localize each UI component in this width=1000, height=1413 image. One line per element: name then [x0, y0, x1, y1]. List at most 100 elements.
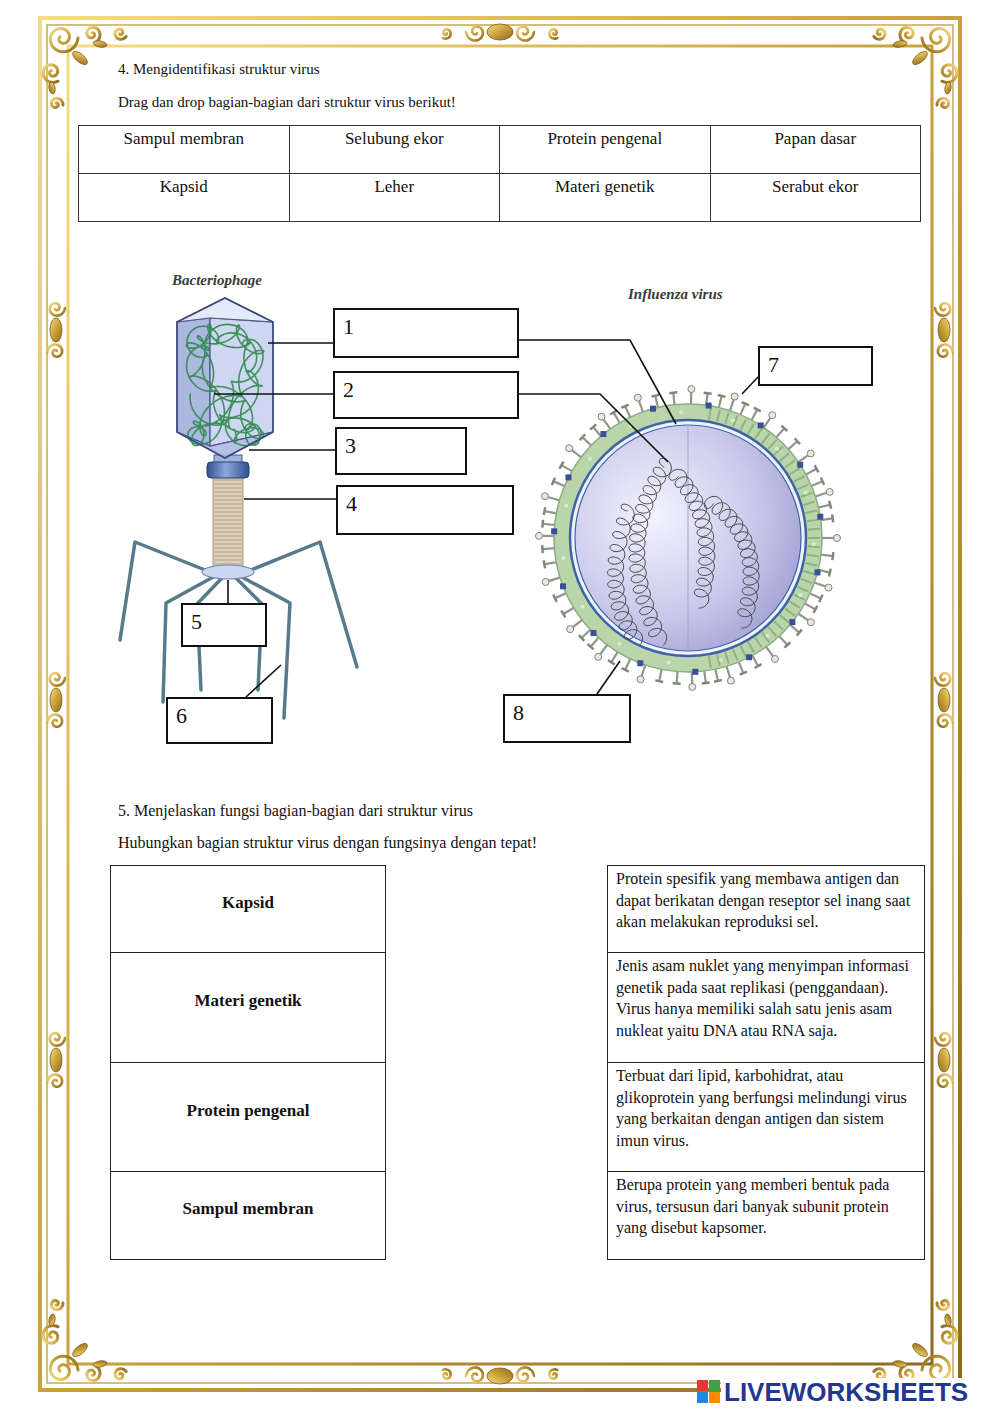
part-name-box: Sampul membran	[110, 1171, 386, 1260]
gold-leaf	[487, 24, 513, 40]
sheath-ring	[214, 544, 242, 545]
spike-head	[595, 653, 602, 660]
sheath-ring	[214, 520, 242, 521]
scroll-curl	[900, 27, 913, 42]
spike-head	[807, 450, 814, 457]
membrane-protein	[817, 514, 823, 520]
sheath-ring	[214, 560, 242, 561]
scroll-curl	[466, 1368, 483, 1382]
spike-head	[673, 682, 681, 685]
gold-leaf	[93, 1360, 108, 1368]
membrane-dot	[804, 491, 808, 495]
rna-coil	[669, 469, 715, 608]
membrane-protein	[789, 619, 795, 625]
answer-box: 1	[333, 308, 519, 358]
sheath-ring	[214, 492, 242, 493]
scroll-curl	[938, 715, 953, 727]
sheath-ring	[214, 532, 242, 533]
spike-head	[718, 395, 726, 397]
rna-coil	[607, 504, 642, 645]
scroll-curl	[50, 673, 65, 685]
spike-head	[825, 584, 832, 591]
callout-number: 1	[343, 315, 509, 339]
instruction-text: Drag dan drop bagian-bagian dari struktu…	[118, 93, 456, 111]
sheath-ring	[214, 556, 242, 557]
envelope-texture	[709, 408, 711, 420]
answer-box: 5	[181, 603, 267, 647]
spike-head	[598, 413, 605, 420]
tail-sheath	[213, 476, 243, 570]
membrane-dot	[580, 605, 584, 609]
membrane-protein	[600, 431, 606, 437]
frame-outer-line	[40, 18, 960, 1390]
scroll-curl	[47, 345, 62, 357]
spike-head	[541, 545, 544, 553]
spike-head	[579, 635, 584, 641]
membrane-dot	[719, 658, 723, 662]
spike-head	[771, 655, 778, 662]
envelope-texture	[780, 453, 789, 461]
scroll-curl	[938, 345, 953, 357]
gold-leaf	[938, 1048, 950, 1072]
envelope-texture	[741, 419, 746, 430]
table-cell: Selubung ekor	[289, 125, 501, 174]
envelope-texture	[748, 424, 754, 434]
spike-head	[740, 672, 747, 675]
table-cell: Sampul membran	[78, 125, 290, 174]
spike-head	[784, 642, 790, 647]
envelope-texture	[774, 446, 783, 454]
membrane-protein	[797, 462, 803, 468]
spike-head	[832, 514, 833, 522]
envelope-texture	[807, 520, 819, 522]
logo-icon	[697, 1380, 720, 1403]
scroll-curl	[50, 303, 65, 315]
leader-line	[214, 393, 333, 395]
scroll-curl	[50, 1033, 65, 1045]
envelope-texture	[768, 627, 776, 636]
envelope-texture	[733, 649, 737, 660]
matrix-layer	[570, 420, 806, 656]
membrane-dot	[766, 634, 770, 638]
spike-head	[655, 680, 663, 682]
gold-leaf	[93, 40, 108, 48]
leader-line	[244, 498, 336, 500]
scroll-curl	[50, 1356, 78, 1379]
spike-head	[544, 560, 545, 568]
spike-head	[815, 465, 819, 472]
spike-head	[559, 462, 563, 469]
scroll-curl	[922, 1356, 950, 1379]
function-box: Protein spesifik yang membawa antigen da…	[607, 865, 925, 953]
spike-head	[742, 402, 749, 405]
option-chip-text: Serabut ekor	[772, 177, 858, 196]
callout-number: 3	[345, 434, 457, 458]
membrane-protein	[560, 583, 566, 589]
rna-coil	[629, 458, 672, 646]
edge-ornament	[443, 24, 557, 40]
answer-box: 7	[758, 346, 873, 386]
option-chip-text: Materi genetik	[555, 177, 655, 196]
scroll-curl	[51, 98, 63, 107]
frame-inner-line	[68, 46, 932, 1364]
spike-head	[769, 412, 776, 419]
membrane-protein	[637, 660, 643, 666]
scroll-curl	[549, 1369, 557, 1378]
scroll-curl	[517, 1368, 534, 1382]
capsid-face	[177, 432, 273, 458]
scroll-curl	[942, 65, 957, 83]
function-text: Berupa protein yang memberi bentuk pada …	[616, 1174, 916, 1239]
sheath-ring	[214, 524, 242, 525]
logo-square	[697, 1392, 708, 1403]
edge-ornament	[443, 1368, 557, 1384]
envelope-texture	[807, 555, 819, 557]
scroll-curl	[443, 1369, 451, 1378]
envelope-texture	[725, 412, 729, 423]
spike-head	[561, 611, 565, 618]
gold-leaf	[911, 49, 930, 67]
leader-line	[268, 342, 333, 344]
envelope-texture	[755, 429, 762, 439]
leader-line	[249, 449, 335, 451]
part-name-box: Protein pengenal	[110, 1062, 386, 1172]
capsid-face	[177, 298, 273, 322]
answer-box: 3	[335, 427, 467, 475]
influenza-figure	[536, 386, 841, 691]
